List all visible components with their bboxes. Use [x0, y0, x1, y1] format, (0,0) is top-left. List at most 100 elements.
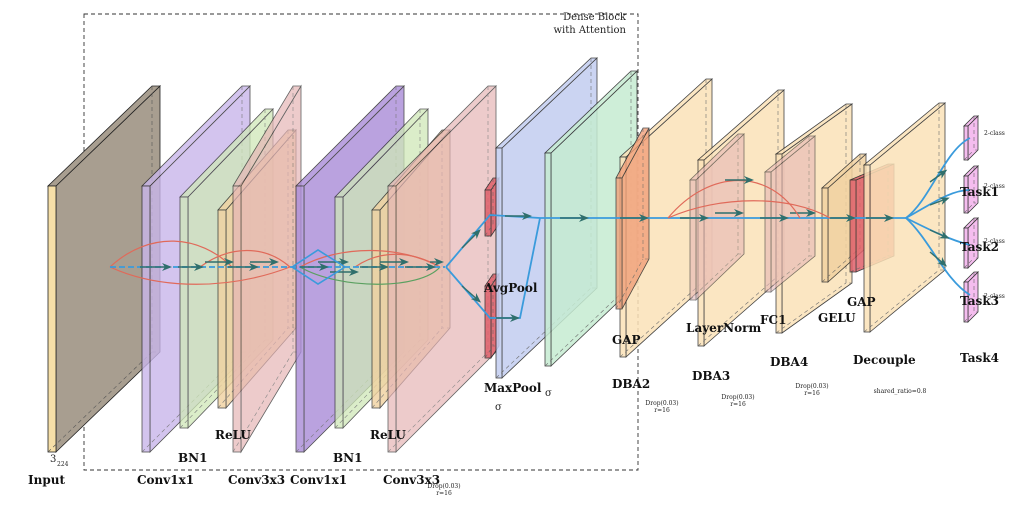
slab-task2	[963, 165, 979, 214]
label-class-4: 2-class	[984, 293, 1005, 300]
data-flow	[109, 137, 971, 322]
slab-conv3x3-a	[232, 84, 302, 454]
diamond-flow	[290, 249, 347, 285]
label-decouple: Decouple	[853, 353, 916, 367]
slab-dba2-salmon-hidden-diag	[615, 258, 644, 310]
dense-block-title-line1: Dense Block	[563, 12, 627, 23]
slab-gelu-front	[821, 187, 829, 283]
slab-task1-hidden-diag	[963, 149, 975, 161]
label-relu-b: ReLU	[370, 428, 406, 442]
slab-bn1-a-front	[179, 196, 189, 429]
slab-relu-b-hidden-diag	[371, 327, 443, 409]
label-avgpool: AvgPool	[483, 281, 538, 295]
label-bn1-a: BN1	[178, 451, 207, 465]
slab-task3	[963, 217, 979, 269]
slab-decouple-front	[863, 164, 871, 333]
slab-conv3x3-b	[387, 85, 497, 453]
label-conv3x3-a: Conv3x3	[228, 473, 285, 487]
slab-relu-a-hidden-diag	[217, 327, 289, 409]
label-input-size: 224	[57, 461, 69, 468]
label-drop-dba4-1: Drop(0.03)	[795, 383, 828, 390]
slab-dba3-tan-front	[689, 179, 697, 301]
skip-curve-dba2	[667, 200, 831, 219]
label-task4: Task4	[960, 351, 999, 365]
label-drop-dba4-2: r=16	[804, 390, 820, 397]
slab-bn1-b-front	[334, 196, 344, 429]
label-bn1-b: BN1	[333, 451, 362, 465]
slab-dba4-tan-hidden-diag	[764, 255, 810, 293]
skip-curve-a3	[199, 250, 291, 268]
skip-curve-b2	[299, 266, 441, 285]
label-input: Input	[28, 473, 65, 487]
slab-attn-blue-front	[495, 147, 503, 379]
label-maxpool: MaxPool	[484, 381, 542, 395]
label-layernorm: LayerNorm	[686, 321, 761, 335]
label-relu-a: ReLU	[215, 428, 251, 442]
label-task1: Task1	[960, 185, 999, 199]
slab-task2-front	[963, 175, 969, 214]
slab-conv3x3-a-hidden-diag	[232, 351, 294, 453]
slab-conv3x3-a-hidden-edge	[292, 86, 301, 353]
label-gap-a: GAP	[612, 333, 641, 347]
slab-conv1x1-a-front	[141, 185, 151, 453]
slab-avgpool-hidden-diag	[484, 223, 494, 237]
slab-relu-a-front	[217, 209, 227, 409]
label-task3: Task3	[960, 294, 999, 308]
slab-conv1x1-b-front	[295, 185, 305, 453]
label-gelu: GELU	[818, 311, 856, 325]
dense-block-title-line2: with Attention	[553, 25, 626, 36]
slab-attn-green-front	[544, 152, 552, 367]
label-sigma-b: σ	[545, 388, 552, 399]
slab-decouple-hidden-edge	[938, 103, 945, 271]
slab-input-front	[47, 185, 57, 453]
slab-gap-b-front	[849, 179, 857, 273]
slab-task1-hidden-edge	[973, 116, 978, 151]
label-input-dim: 3	[50, 454, 56, 465]
slab-dba4-tan	[763, 135, 817, 293]
slab-task4-hidden-edge	[973, 272, 978, 313]
slab-avgpool-front	[484, 189, 492, 237]
slab-task1-front	[963, 125, 969, 161]
skip-curve-a1	[109, 240, 233, 268]
label-gap-b: GAP	[847, 295, 876, 309]
slab-dba2-orange-hidden-diag	[619, 278, 707, 358]
label-drop-dba3-2: r=16	[730, 401, 746, 408]
label-dba2: DBA2	[612, 377, 650, 391]
slab-task3-front	[963, 227, 969, 269]
label-drop-block-1: Drop(0.03)	[427, 483, 460, 490]
slab-dba2-salmon-front	[615, 177, 623, 310]
slab-conv3x3-b-front	[387, 185, 397, 453]
slab-task4-front	[963, 281, 969, 323]
label-drop-dba2-1: Drop(0.03)	[645, 400, 678, 407]
slab-dba3-tan	[689, 133, 745, 301]
label-drop-dba3-1: Drop(0.03)	[721, 394, 754, 401]
slab-conv3x3-b-hidden-diag	[387, 351, 489, 453]
slab-relu-b-front	[371, 209, 381, 409]
label-class-2: 2-class	[984, 183, 1005, 190]
label-dba3: DBA3	[692, 369, 730, 383]
labels: Input 3 224 Conv1x1 BN1 Conv3x3 ReLU Con…	[28, 130, 1005, 497]
slab-decouple-hidden-diag	[863, 269, 940, 333]
slab-task4-hidden-diag	[963, 311, 975, 323]
slab-input-hidden-diag	[47, 351, 153, 453]
slab-task3-hidden-edge	[973, 218, 978, 259]
block-arrows	[140, 258, 444, 276]
slab-input	[47, 85, 161, 453]
slab-task3-hidden-diag	[963, 257, 975, 269]
label-class-3: 2-class	[984, 238, 1005, 245]
label-fc1: FC1	[760, 313, 786, 327]
slab-maxpool-hidden-diag	[484, 345, 494, 359]
slab-attn-blue-hidden-diag	[495, 287, 592, 379]
label-task2: Task2	[960, 240, 999, 254]
label-class-1: 2-class	[984, 130, 1005, 137]
label-conv1x1-a: Conv1x1	[137, 473, 194, 487]
label-shared-ratio: shared_ratio=0.8	[874, 388, 927, 395]
label-conv1x1-b: Conv1x1	[290, 473, 347, 487]
label-conv3x3-b: Conv3x3	[383, 473, 440, 487]
skip-curve-a2	[109, 266, 291, 285]
slab-task4	[963, 271, 979, 323]
label-sigma-a: σ	[495, 402, 502, 413]
label-drop-dba2-2: r=16	[654, 407, 670, 414]
label-dba4: DBA4	[770, 355, 808, 369]
